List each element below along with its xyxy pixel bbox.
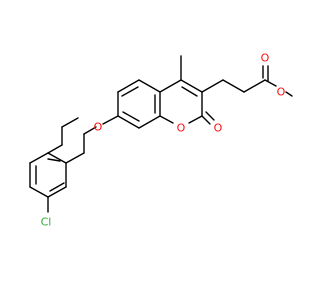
bond [61, 117, 79, 128]
bond [180, 79, 203, 93]
molecule-canvas: Cl O O O O O [29, 52, 293, 229]
bond [122, 111, 140, 122]
bond [264, 79, 277, 87]
bond [29, 152, 49, 164]
bond [117, 115, 140, 129]
ring-oxygen-atom: O [177, 122, 186, 135]
bond [201, 79, 224, 93]
ester-oxygen-atom: O [277, 86, 286, 99]
bond [201, 115, 211, 125]
bond [65, 152, 85, 164]
ester-carbonyl-oxygen-atom: O [261, 52, 270, 65]
bond [222, 79, 245, 93]
bond [138, 115, 161, 129]
atom-labels: Cl O O O O O [41, 52, 286, 229]
bond [102, 115, 119, 125]
lactone-carbonyl-oxygen-atom: O [214, 122, 223, 135]
bond [47, 144, 63, 154]
bond [243, 79, 266, 93]
bond [47, 158, 61, 162]
bond [188, 115, 203, 124]
bond [205, 111, 215, 121]
bond [138, 79, 161, 93]
bond [83, 126, 97, 135]
bond [159, 115, 174, 124]
bond [117, 79, 140, 93]
bond [121, 86, 139, 97]
bonds [29, 55, 293, 213]
bond [29, 186, 49, 198]
chlorine-atom: Cl [41, 216, 52, 229]
bond [49, 182, 65, 192]
bond [159, 79, 182, 93]
ether-oxygen-atom: O [94, 121, 103, 134]
bond [47, 152, 67, 164]
molecule-structure: Cl O O O O O [29, 52, 293, 229]
bond [181, 86, 198, 97]
bond [285, 91, 293, 97]
bond [47, 186, 67, 198]
